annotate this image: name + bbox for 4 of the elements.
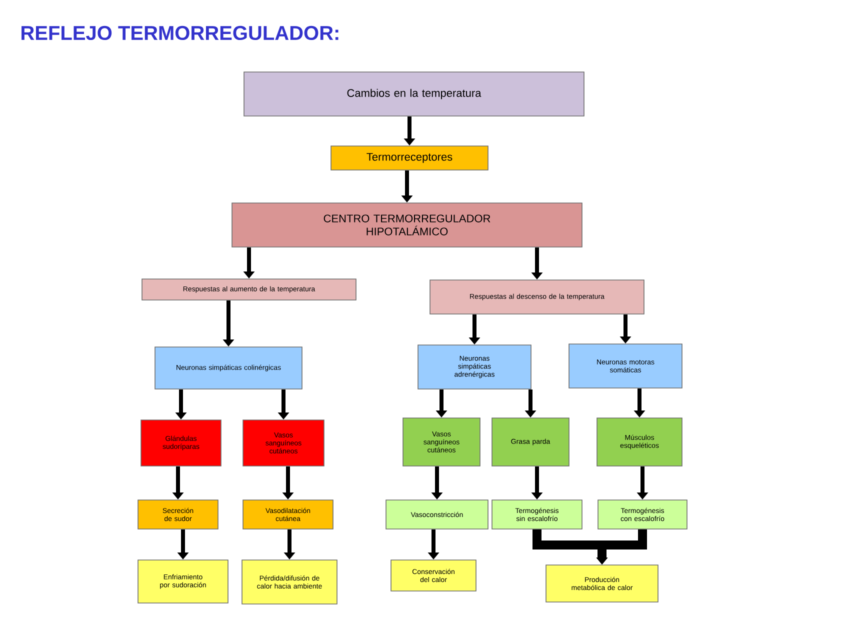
- process-box: Cambios en la temperatura: [244, 72, 584, 116]
- process-box: Termorreceptores: [330, 146, 488, 170]
- title: REFLEJO TERMORREGULADOR:: [22, 26, 338, 40]
- process-box: CENTRO TERMORREGULADOR HIPOTALÁMICO: [232, 202, 582, 248]
